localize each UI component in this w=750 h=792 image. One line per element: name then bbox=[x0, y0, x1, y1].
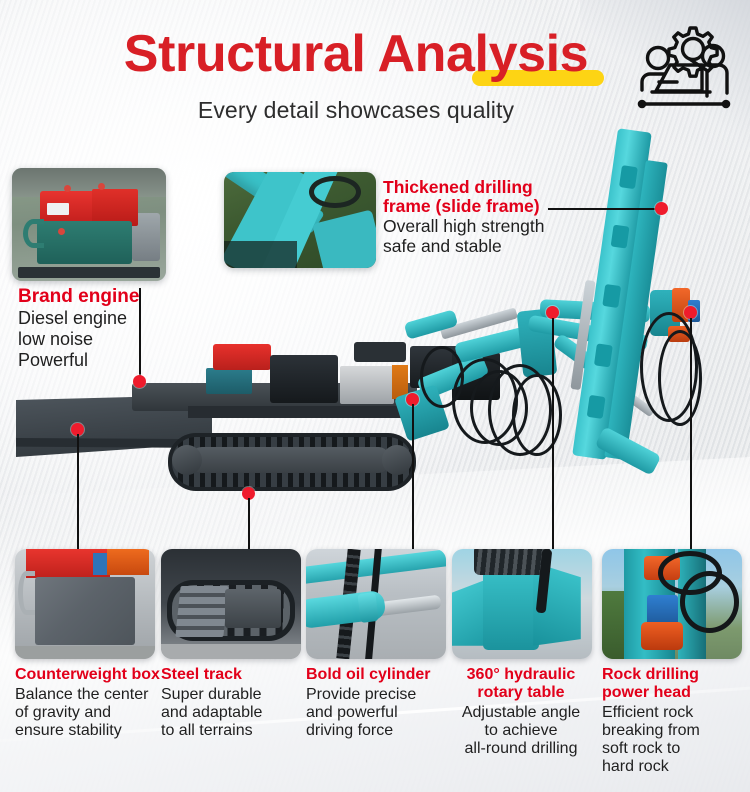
drilling-frame-title-line-1: Thickened drilling bbox=[383, 177, 533, 197]
counterweight-box-line-1: Balance the center bbox=[15, 686, 149, 703]
engine-block-red bbox=[213, 344, 271, 370]
power-head-line-3: soft rock to bbox=[602, 740, 681, 757]
steel-track-photo bbox=[161, 549, 301, 659]
brand-engine-line-1: Diesel engine bbox=[18, 308, 128, 328]
bold-oil-cylinder-line-1: Provide precise bbox=[306, 686, 417, 703]
chassis-under bbox=[188, 406, 424, 418]
counterweight-box-photo bbox=[15, 549, 155, 659]
brand-engine-line-3: Powerful bbox=[18, 350, 89, 370]
power-head-line-4: hard rock bbox=[602, 758, 669, 775]
header: Structural Analysis Every detail showcas… bbox=[0, 0, 750, 140]
power-head-photo bbox=[602, 549, 742, 659]
crawler-drilling-rig-illustration bbox=[0, 120, 750, 540]
counterweight-box-line-3: ensure stability bbox=[15, 722, 122, 739]
rotary-table-line-2: to achieve bbox=[484, 722, 558, 739]
leader-line-rotary-table bbox=[552, 318, 554, 551]
oil-cylinder-photo bbox=[306, 549, 446, 659]
page-title: Structural Analysis bbox=[123, 25, 604, 86]
page-title-wrap: Structural Analysis bbox=[0, 25, 712, 86]
power-head-line-2: breaking from bbox=[602, 722, 700, 739]
leader-line-steel-track bbox=[248, 498, 250, 551]
rotary-table-line-1: Adjustable angle bbox=[461, 704, 581, 721]
drilling-frame-callout: Thickened drilling frame (slide frame) O… bbox=[383, 177, 563, 257]
rotary-table-marker bbox=[546, 306, 559, 319]
steel-track-line-2: and adaptable bbox=[161, 704, 263, 721]
brand-engine-title: Brand engine bbox=[18, 286, 140, 307]
steel-track-title: Steel track bbox=[161, 666, 242, 683]
leader-line-drilling-frame bbox=[548, 208, 660, 210]
page-subtitle: Every detail showcases quality bbox=[197, 97, 515, 123]
bold-oil-cylinder-line-2: and powerful bbox=[306, 704, 398, 721]
brand-engine-line-2: low noise bbox=[18, 329, 94, 349]
hose-bundle-4 bbox=[420, 346, 464, 408]
hose-bundle-5 bbox=[512, 374, 562, 456]
crawler-track bbox=[168, 433, 416, 491]
power-head-title-line-2: power head bbox=[602, 684, 691, 701]
people-gear-laptop-icon bbox=[628, 16, 740, 116]
radiator bbox=[340, 366, 394, 404]
title-highlight-bar bbox=[471, 70, 604, 86]
steel-track-line-3: to all terrains bbox=[161, 722, 253, 739]
drilling-frame-line-2: safe and stable bbox=[383, 236, 502, 256]
bold-oil-cylinder-line-3: driving force bbox=[306, 722, 394, 739]
brand-engine-marker bbox=[133, 375, 146, 388]
drilling-frame-title-line-2: frame (slide frame) bbox=[383, 196, 540, 216]
steel-track-marker bbox=[242, 487, 255, 500]
oil-cylinder-marker bbox=[406, 393, 419, 406]
counterweight-box-line-2: of gravity and bbox=[15, 704, 112, 721]
hydraulic-tank bbox=[270, 355, 338, 403]
leader-line-brand-engine bbox=[139, 288, 141, 382]
rotary-table-title-line-2: rotary table bbox=[477, 684, 565, 701]
bold-oil-cylinder-title: Bold oil cylinder bbox=[306, 666, 431, 683]
diesel-engine-photo bbox=[12, 168, 166, 281]
drilling-frame-marker bbox=[655, 202, 668, 215]
page-title-text: Structural Analysis bbox=[123, 25, 589, 83]
engine-block-blue bbox=[206, 368, 252, 394]
counterweight-box-title: Counterweight box bbox=[15, 666, 160, 683]
power-head-marker bbox=[684, 306, 697, 319]
deck-cowl bbox=[354, 342, 406, 362]
leader-line-oil-cylinder bbox=[412, 404, 414, 551]
dozer-blade-edge bbox=[16, 438, 216, 448]
leader-line-counterweight bbox=[77, 434, 79, 551]
rotary-table-line-3: all-round drilling bbox=[464, 740, 578, 757]
drilling-frame-line-1: Overall high strength bbox=[383, 216, 545, 236]
steel-track-line-1: Super durable bbox=[161, 686, 262, 703]
brand-engine-callout: Brand engine Diesel engine low noise Pow… bbox=[18, 286, 178, 371]
counterweight-marker bbox=[71, 423, 84, 436]
drilling-frame-photo bbox=[224, 172, 376, 268]
rotary-table-title-line-1: 360° hydraulic bbox=[466, 666, 576, 683]
power-head-line-1: Efficient rock bbox=[602, 704, 694, 721]
leader-line-power-head bbox=[690, 318, 692, 551]
power-head-hoses-2 bbox=[658, 330, 702, 426]
rotary-table-photo bbox=[452, 549, 592, 659]
oil-tank-orange bbox=[392, 365, 408, 399]
power-head-title-line-1: Rock drilling bbox=[602, 666, 699, 683]
